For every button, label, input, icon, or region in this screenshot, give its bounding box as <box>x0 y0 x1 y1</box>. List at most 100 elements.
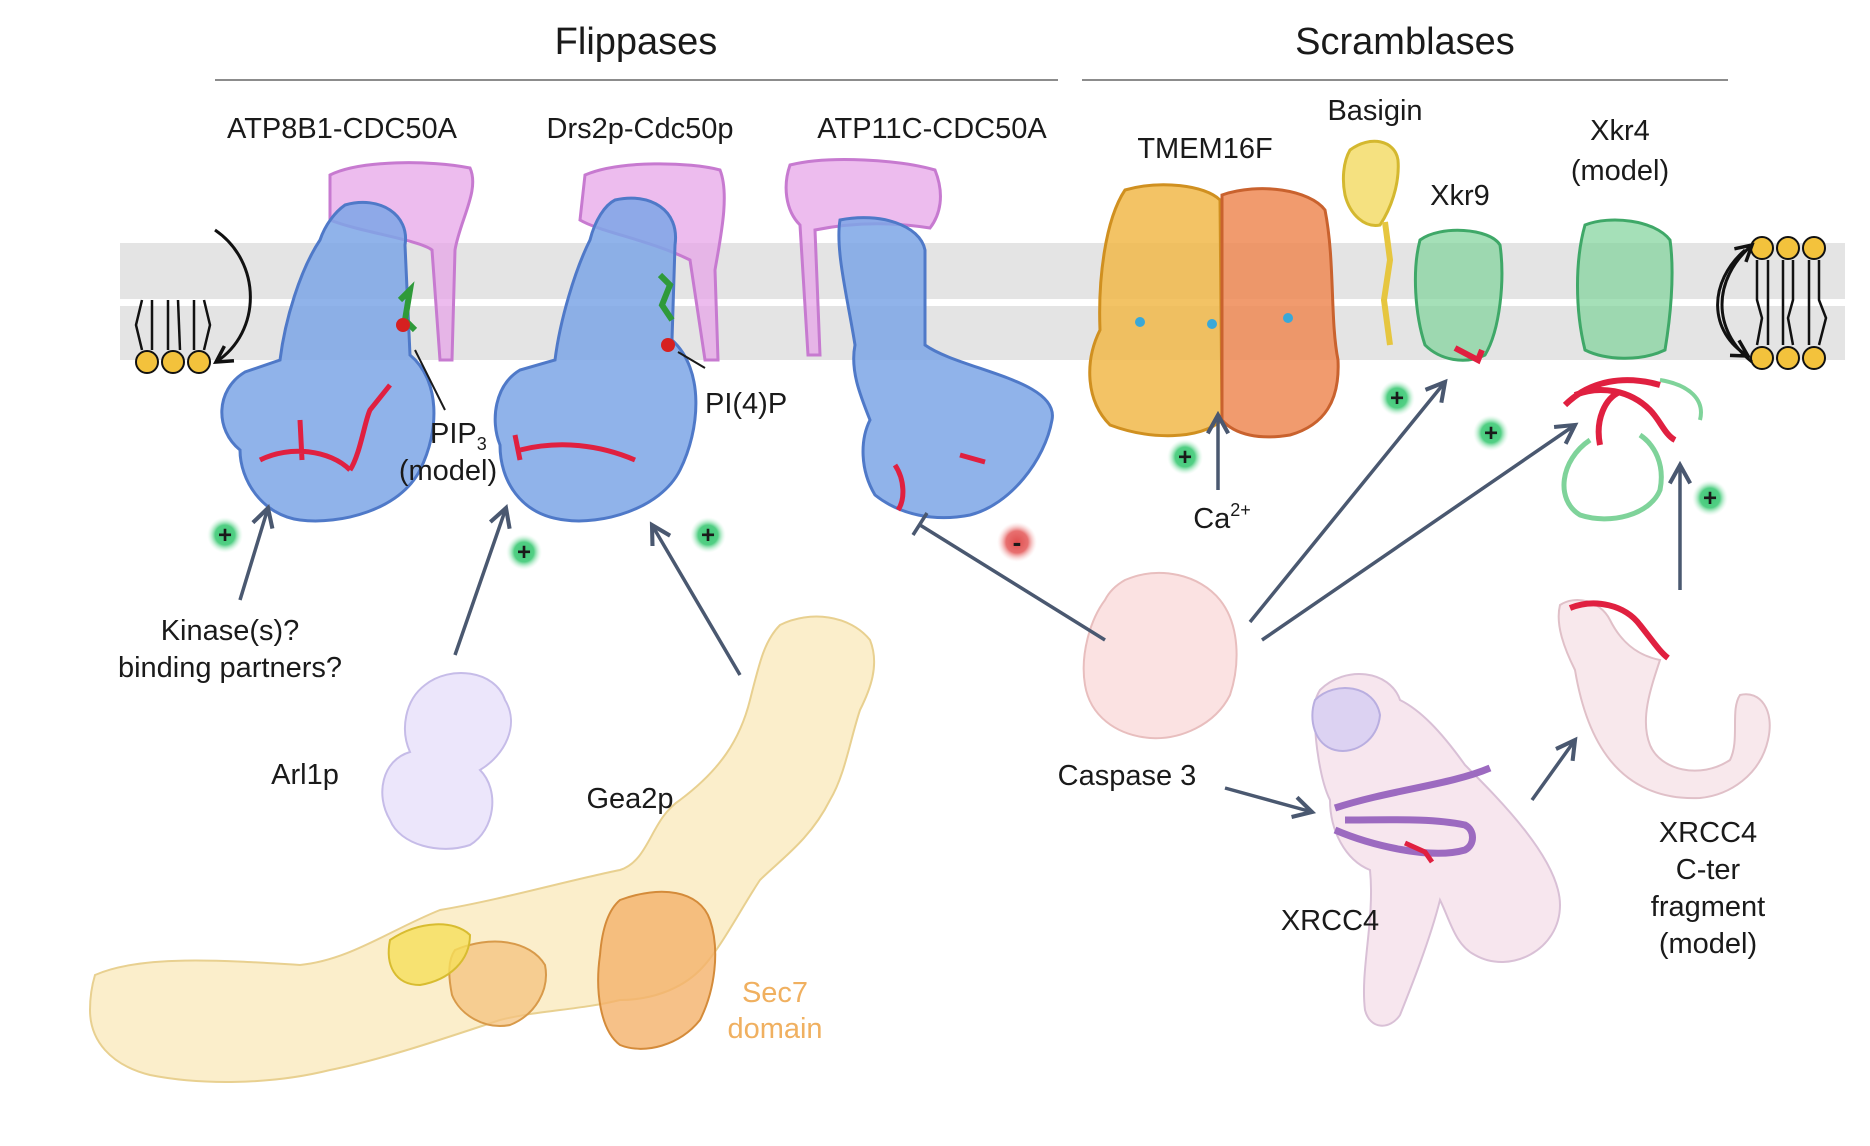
lipid-head-icon <box>1776 346 1800 370</box>
arrow-caspase3-to-xkr4 <box>1261 425 1575 642</box>
flippase-body <box>493 196 698 523</box>
svg-text:+: + <box>517 539 531 566</box>
svg-text:+: + <box>1390 385 1404 412</box>
arrow-caspase3-to-xrcc4 <box>1224 786 1312 812</box>
basigin-ectodomain <box>1341 139 1400 227</box>
lipid-head-icon <box>1750 346 1774 370</box>
label-pip3: PIP3 <box>430 418 487 454</box>
activation-marker-atp8b1: + <box>207 517 243 553</box>
label-basigin: Basigin <box>1327 95 1422 127</box>
label-binding-partners: binding partners? <box>118 652 342 684</box>
inhibition-caspase3-to-atp11c <box>919 523 1106 642</box>
tmem16f-subunit-a <box>1088 183 1224 438</box>
calcium-site-icon <box>1283 313 1293 323</box>
flip-arrow-icon <box>215 228 252 362</box>
xrcc4-fragment-surface <box>1557 599 1771 800</box>
scramble-arrow-icon <box>1716 248 1748 356</box>
atp11c-structure <box>784 158 1054 520</box>
regulatory-segment <box>258 383 392 472</box>
lipid-head-icon <box>1802 236 1826 260</box>
arrow-arl1p-to-drs2p <box>453 508 506 656</box>
drs2p-structure <box>493 162 726 523</box>
header-flippases: Flippases <box>555 21 718 63</box>
pointer-pip3 <box>414 349 446 411</box>
pi4p-ligand <box>657 272 675 322</box>
regulatory-segment <box>1568 600 1670 661</box>
label-xrcc4: XRCC4 <box>1281 905 1379 937</box>
label-fragment-line2: C-ter <box>1676 854 1741 886</box>
sec7-domain-surface <box>597 890 717 1050</box>
lipid-flip-schematic-left <box>134 228 252 374</box>
inhibition-bar <box>911 512 929 536</box>
label-drs2p: Drs2p-Cdc50p <box>547 113 734 145</box>
svg-text:+: + <box>218 522 232 549</box>
label-fragment-line3: fragment <box>1651 891 1765 923</box>
inhibition-marker-atp11c: - <box>997 522 1037 562</box>
tmem16f-subunit-b <box>1220 187 1340 439</box>
header-scramblases: Scramblases <box>1295 21 1515 63</box>
label-xkr4-model: (model) <box>1571 155 1669 187</box>
xkr9-body <box>1413 228 1504 362</box>
label-atp11c: ATP11C-CDC50A <box>817 113 1047 145</box>
label-atp8b1: ATP8B1-CDC50A <box>227 113 458 145</box>
arrow-gea2p-to-drs2p <box>652 525 742 676</box>
svg-text:+: + <box>701 522 715 549</box>
xkr9-structure <box>1413 228 1504 365</box>
label-sec7-domain: domain <box>727 1013 822 1045</box>
label-xkr9: Xkr9 <box>1430 180 1490 212</box>
arrow-xrcc4-to-fragment <box>1530 740 1575 802</box>
svg-text:+: + <box>1703 485 1717 512</box>
lipid-head-icon <box>1802 346 1826 370</box>
label-sec7: Sec7 <box>742 977 808 1009</box>
pip3-headgroup <box>396 318 410 332</box>
regulatory-segment <box>512 434 636 463</box>
lipid-head-icon <box>187 350 211 374</box>
xkr4-loop <box>1561 432 1664 522</box>
calcium-site-icon <box>1207 319 1217 329</box>
gea2p-yellow-domain <box>387 923 472 987</box>
regulatory-segment <box>892 452 986 512</box>
basigin-helix <box>1380 221 1394 346</box>
lipid-scramble-schematic-right <box>1716 236 1828 370</box>
calcium-site-icon <box>1135 317 1145 327</box>
label-fragment-line4: (model) <box>1659 928 1757 960</box>
activation-marker-tmem16f: + <box>1167 439 1203 475</box>
label-pip3-model: (model) <box>399 455 497 487</box>
activation-marker-xkr4-caspase: + <box>1473 415 1509 451</box>
xkr4-body <box>1576 218 1674 360</box>
lipid-head-icon <box>135 350 159 374</box>
arl1p-surface <box>381 672 512 850</box>
activation-marker-xkr4-fragment: + <box>1692 480 1728 516</box>
lipid-head-icon <box>1750 236 1774 260</box>
label-tmem16f: TMEM16F <box>1137 133 1272 165</box>
lipid-head-icon <box>161 350 185 374</box>
label-fragment-line1: XRCC4 <box>1659 817 1757 849</box>
sec7-domain-surface <box>448 940 547 1027</box>
regulatory-segment <box>1453 345 1485 365</box>
xkr4-structure <box>1561 218 1703 522</box>
label-kinase: Kinase(s)? <box>161 615 300 647</box>
tmem16f-structure <box>1088 183 1340 439</box>
label-pi4p: PI(4)P <box>705 388 787 420</box>
caspase3-surface <box>1082 572 1238 740</box>
lipid-head-icon <box>1776 236 1800 260</box>
xrcc4-helix <box>1333 764 1492 857</box>
label-xkr4: Xkr4 <box>1590 115 1650 147</box>
svg-text:+: + <box>1178 444 1192 471</box>
xrcc4-purple-region <box>1311 687 1382 752</box>
pointer-pi4p <box>677 351 706 369</box>
label-caspase3: Caspase 3 <box>1058 760 1197 792</box>
basigin-structure <box>1341 139 1400 346</box>
regulatory-segment <box>1403 840 1435 864</box>
flippase-body <box>837 216 1054 520</box>
label-gea2p: Gea2p <box>586 783 673 815</box>
arrow-caspase3-to-xkr9 <box>1248 382 1445 624</box>
activation-marker-xkr9: + <box>1379 380 1415 416</box>
svg-text:-: - <box>1013 527 1022 557</box>
label-calcium: Ca2+ <box>1193 500 1251 535</box>
svg-text:+: + <box>1484 420 1498 447</box>
regulatory-segment <box>1562 377 1677 446</box>
activation-marker-drs2p-arl1p: + <box>506 534 542 570</box>
activation-marker-drs2p-gea2p: + <box>690 517 726 553</box>
